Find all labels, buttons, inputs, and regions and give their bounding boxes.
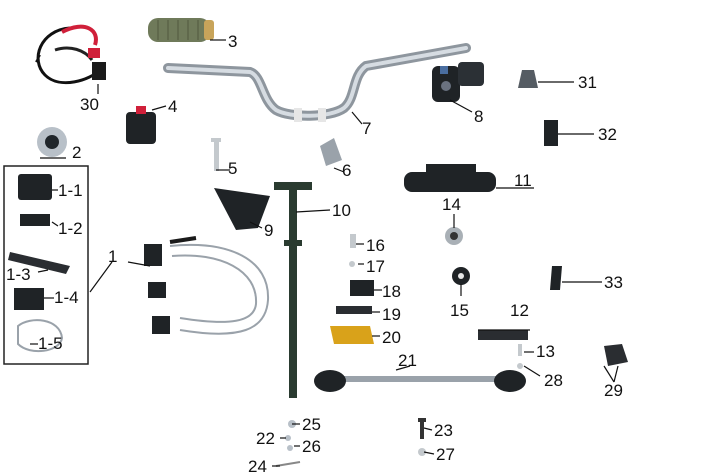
label-9: 9 [264,221,274,240]
part-12-plate [478,330,528,340]
label-11: 11 [514,171,532,190]
label-5: 5 [228,159,238,178]
label-14: 14 [442,195,461,214]
part-18-clamp [350,280,374,296]
label-7: 7 [362,119,372,138]
brake-subassembly-box [3,165,89,365]
part-29-boot [604,344,628,366]
part-1-2-pads [20,214,50,226]
part-11-clamp [404,164,496,192]
part-1-brake-assembly [144,236,270,335]
label-30: 30 [80,95,99,114]
part-33-link [550,266,562,290]
part-20-bracket [330,326,374,344]
part-22-nut [285,435,291,441]
label-1: 1 [108,247,118,266]
part-5-bolt [211,138,221,171]
part-30-wiring-harness [35,24,106,85]
part-15-washer [452,267,470,285]
label-19: 19 [382,305,401,324]
label-3: 3 [228,32,238,51]
part-1-1-caliper [18,174,52,200]
label-6: 6 [342,161,352,180]
label-33: 33 [604,273,623,292]
part-7-handlebar [163,43,471,122]
label-23: 23 [434,421,453,440]
part-14-bearing [445,227,463,245]
label-1-1: 1-1 [58,181,83,200]
part-2-disc [37,127,67,157]
label-12: 12 [510,301,529,320]
part-10-steering-stem [274,182,312,398]
label-25: 25 [302,415,321,434]
part-31-bracket [518,70,538,88]
leader-lines [30,39,619,467]
label-1-3: 1-3 [6,265,31,284]
label-15: 15 [450,301,469,320]
label-8: 8 [474,107,484,126]
label-24: 24 [248,457,267,476]
part-13-bolt [518,344,522,356]
label-21: 21 [398,351,417,370]
label-2: 2 [72,143,82,162]
part-27-washer [418,448,426,456]
label-1-4: 1-4 [54,288,79,307]
part-8-throttle-housing [432,62,484,102]
part-17-washer [349,261,355,267]
label-13: 13 [536,342,555,361]
part-3-handle-grip [148,18,214,42]
label-1-5: 1-5 [38,334,63,353]
part-32-clip [544,120,558,146]
label-22: 22 [256,429,275,448]
label-1-2: 1-2 [58,219,83,238]
label-20: 20 [382,328,401,347]
part-4-switch [126,106,156,144]
label-16: 16 [366,236,385,255]
part-6-bracket [320,138,342,166]
label-27: 27 [436,445,455,464]
part-9-plate [214,188,270,230]
label-18: 18 [382,282,401,301]
part-23-bolt [418,418,426,439]
label-17: 17 [366,257,385,276]
label-10: 10 [332,201,351,220]
part-24-pin [275,461,301,467]
label-4: 4 [168,97,178,116]
label-31: 31 [578,73,597,92]
part-26-washer [287,445,293,451]
part-21-tie-rod [314,370,526,392]
part-1-3-lever [8,252,70,274]
part-28-washer [517,363,523,369]
part-19-spacer [336,306,372,314]
part-16-bolt [350,234,356,248]
part-1-5-hose [17,319,64,353]
label-29: 29 [604,381,623,400]
label-28: 28 [544,371,563,390]
label-26: 26 [302,437,321,456]
label-32: 32 [598,125,617,144]
part-1-4-master-cylinder [14,288,44,310]
